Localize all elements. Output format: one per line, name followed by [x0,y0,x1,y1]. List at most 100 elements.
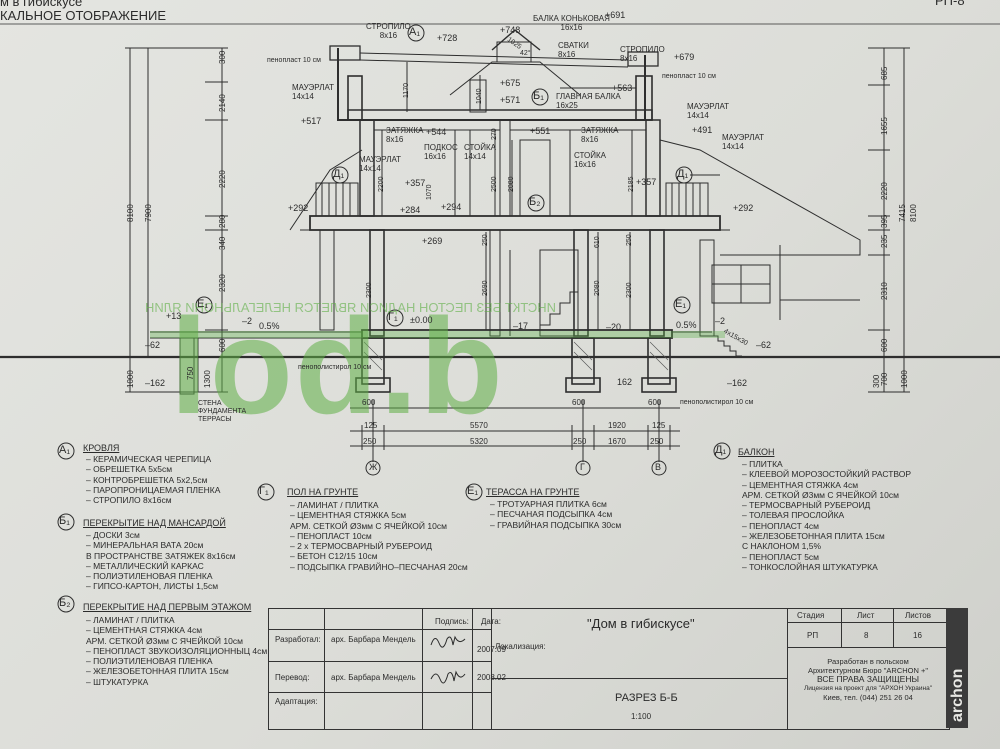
tb-razrabotal-label: Разработал: [275,635,321,644]
legend-d1-title: БАЛКОН [738,447,775,457]
dim-right-685: 685 [880,66,889,80]
legend-b1-item: МЕТАЛЛИЧЕСКИЙ КАРКАС [86,561,236,571]
dim-right-1655: 1655 [880,117,889,135]
tb-perevod-name: арх. Барбара Мендель [331,673,416,682]
legend-badge-b2: Б₂ [59,597,71,609]
tb-list-label: Лист [857,611,875,620]
tb-credit-line: ВСЕ ПРАВА ЗАЩИЩЕНЫ [816,674,920,684]
dim-left-750: 750 [186,366,195,380]
dim-int-250: 250 [482,234,489,246]
legend-e1-item: ТРОТУАРНАЯ ПЛИТКА 6см [490,499,621,509]
dim-int-1070: 1070 [426,184,433,200]
dim-bottom-250-b: 250 [573,437,587,446]
legend-b2-items: ЛАМИНАТ / ПЛИТКА ЦЕМЕНТНАЯ СТЯЖКА 4см АР… [86,615,267,687]
legend-b2-item: ЖЕЛЕЗОБЕТОННАЯ ПЛИТА 15см [86,666,267,676]
legend-d1-item: ЖЕЛЕЗОБЕТОННАЯ ПЛИТА 15см [742,531,911,541]
label-mauerlat-left: МАУЭРЛАТ 14x14 [292,83,335,102]
legend-b1-item: ПОЛИЭТИЛЕНОВАЯ ПЛЕНКА [86,571,236,581]
tb-credit-line: Лицензия на проект для "АРХОН Украина" [803,685,933,692]
dim-int-2690: 2690 [482,280,489,296]
legend-g1-item: 2 х ТЕРМОСВАРНЫЙ РУБЕРОИД [290,541,468,551]
level-minus162-left: –162 [145,378,166,388]
level-679: +679 [674,52,695,62]
legend-a1-item: КЕРАМИЧЕСКАЯ ЧЕРЕПИЦА [86,454,220,464]
level-294: +294 [441,202,462,212]
dim-int-2500: 2500 [491,176,498,192]
legend-b2-title: ПЕРЕКРЫТИЕ НАД ПЕРВЫМ ЭТАЖОМ [83,602,252,612]
tb-credits: Разработан в польском Архитектурном Бюро… [789,657,947,702]
legend-d1-item: ПЕНОПЛАСТ 5см [742,552,911,562]
tb-stadiya-label: Стадия [797,611,825,620]
level-162: 162 [617,377,633,387]
dim-int-270: 270 [491,128,498,140]
dim-right-2310: 2310 [880,282,889,300]
dim-bottom-600-b: 600 [572,398,586,407]
level-minus2-left: –2 [242,316,253,326]
legend-a1-item: КОНТРОБРЕШЕТКА 5x2,5см [86,475,220,485]
title-block: Подпись: Дата: Разработал: арх. Барбара … [268,608,950,730]
tb-col-data: Дата: [481,617,501,626]
level-563: +563 [612,83,633,93]
dim-int-2080a: 2080 [508,176,515,192]
view-name-header: КАЛЬНОЕ ОТОБРАЖЕНИЕ [0,8,167,23]
dim-left-280: 280 [218,214,227,228]
level-minus2-right: –2 [715,316,726,326]
dim-int-2185: 2185 [628,176,635,192]
tb-razrabotal-date: 2007.09 [477,645,506,654]
legend-b2-item: ПЕНОПЛАСТ ЗВУКОИЗОЛЯЦИОННЫЦ 4см [86,646,267,656]
legend-a1-item: СТРОПИЛО 8x16см [86,495,220,505]
label-mauerlat-right1: МАУЭРЛАТ 14x14 [687,102,730,121]
tb-credit-line: Архитектурном Бюро "ARCHON +" [807,666,929,675]
dim-bottom-125-b: 125 [652,421,666,430]
dim-left-2140: 2140 [218,94,227,112]
level-minus17: –17 [513,321,529,331]
legend-b2-item: ЛАМИНАТ / ПЛИТКА [86,615,267,625]
legend-b1-item: ДОСКИ 3см [86,530,236,540]
level-minus62-right: –62 [756,340,772,350]
dim-bottom-1670: 1670 [608,437,626,446]
level-269: +269 [422,236,443,246]
legend-g1-items: ЛАМИНАТ / ПЛИТКА ЦЕМЕНТНАЯ СТЯЖКА 5см АР… [290,500,468,572]
label-penopolistirol-1: пенополистирол 10 см [298,364,372,371]
legend-e1-item: ПЕСЧАНАЯ ПОДСЫПКА 4см [490,509,621,519]
legend-g1-item: ЦЕМЕНТНАЯ СТЯЖКА 5см [290,510,468,520]
tb-credit-line: Разработан в польском [827,657,909,666]
legend-b1-item: ГИПСО-КАРТОН, ЛИСТЫ 1,5см [86,581,236,591]
dim-bottom-1920: 1920 [608,421,626,430]
legend-badge-a1: А₁ [59,444,71,456]
legend-g1-item: БЕТОН С12/15 10см [290,551,468,561]
signature-perevod [429,667,467,685]
legend-b1-title: ПЕРЕКРЫТИЕ НАД МАНСАРДОЙ [83,518,226,528]
dim-left-total-8100: 8100 [126,204,135,222]
dim-int-2300b: 2300 [626,282,633,298]
tb-listov-value: 16 [913,631,922,640]
dim-bottom-600-c: 600 [648,398,662,407]
dim-right-700: 700 [880,372,889,386]
dim-left-340: 340 [218,236,227,250]
label-stoika-right: СТОЙКА 16x16 [574,151,607,170]
legend-d1-item: АРМ. СЕТКОЙ Ø3мм С ЯЧЕЙКОЙ 10см [742,489,899,500]
dim-bottom-5320: 5320 [470,437,488,446]
callout-e1-left: Е₁ [197,298,209,310]
tb-credit-line: Киев, тел. (044) 251 26 04 [823,693,913,702]
legend-e1-items: ТРОТУАРНАЯ ПЛИТКА 6см ПЕСЧАНАЯ ПОДСЫПКА … [490,499,621,530]
legend-d1-items: ПЛИТКА КЛЕЕВОЙ МОРОЗОСТОЙКИЙ РАСТВОР ЦЕМ… [742,459,911,572]
level-minus20: –20 [606,322,622,332]
legend-g1-title: ПОЛ НА ГРУНТЕ [287,487,359,497]
label-penopolistirol-2: пенополистирол 10 см [680,399,754,406]
signature-razrabotal [429,631,467,649]
axis-v: В [655,462,662,472]
label-penoplast-right: пенопласт 10 см [662,73,716,80]
legend-g1-item: ПОДСЫПКА ГРАВИЙНО–ПЕСЧАНАЯ 20см [290,562,468,572]
dim-left-300: 300 [218,50,227,64]
archon-logo-text: archon [949,668,966,722]
project-name-header: м в гибискусе [0,0,83,9]
dim-left-600: 600 [218,338,227,352]
level-292-right: +292 [733,203,754,213]
legend-d1-item: ПЛИТКА [742,459,911,469]
sheet-code-header: РП-8 [935,0,965,8]
level-357-right: +357 [636,177,657,187]
label-mauerlat-mid: МАУЭРЛАТ 14x14 [359,155,402,174]
dim-right-total-8100: 8100 [909,204,918,222]
callout-b2: Б₂ [529,196,541,208]
